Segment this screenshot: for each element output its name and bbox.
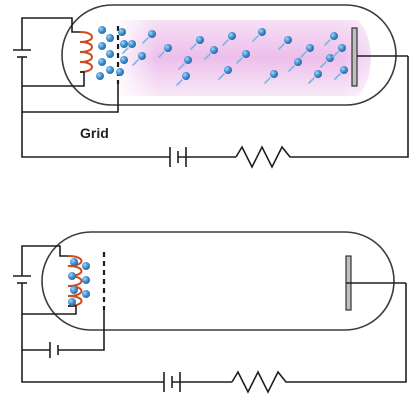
top-electron-cloud — [96, 26, 348, 86]
top-tube-assembly: Grid — [13, 4, 409, 169]
bottom-plate-circuit — [21, 283, 407, 394]
electron — [320, 54, 334, 68]
electron — [178, 56, 192, 70]
electron — [264, 70, 278, 84]
bottom-filament-battery — [13, 245, 77, 315]
electron — [288, 58, 302, 72]
electron — [176, 72, 190, 86]
electron — [106, 50, 114, 58]
electron — [68, 298, 76, 306]
top-tube-glass — [61, 4, 397, 106]
electron — [190, 36, 204, 50]
electron — [98, 42, 106, 50]
bottom-tube-assembly — [13, 231, 407, 394]
electron — [118, 28, 126, 36]
electron — [70, 286, 78, 294]
electron — [132, 52, 146, 66]
electron — [120, 40, 128, 48]
bottom-resistor — [231, 283, 407, 394]
electron — [236, 50, 250, 64]
electron — [218, 66, 232, 80]
electron — [324, 32, 338, 46]
top-filament-battery — [13, 17, 85, 87]
electron — [142, 30, 156, 44]
electron — [96, 72, 104, 80]
electron — [222, 32, 236, 46]
electron — [82, 290, 90, 298]
electron — [98, 58, 106, 66]
electron — [278, 36, 292, 50]
electron — [204, 46, 218, 60]
bottom-grid-bias-battery — [21, 310, 105, 358]
grid-label: Grid — [80, 125, 109, 141]
top-plate-circuit — [21, 56, 409, 169]
electron — [158, 44, 172, 58]
bottom-electron-cloud — [68, 258, 90, 306]
top-filament-coil — [79, 31, 93, 73]
electron — [68, 272, 76, 280]
electron — [332, 44, 346, 58]
electron — [106, 34, 114, 42]
electron — [334, 66, 348, 80]
electron — [82, 262, 90, 270]
electron — [116, 68, 124, 76]
electron — [98, 26, 106, 34]
electron — [308, 70, 322, 84]
electron — [122, 40, 136, 54]
electron — [300, 44, 314, 58]
electron — [252, 28, 266, 42]
bottom-tube-glass — [41, 231, 395, 331]
electron — [70, 258, 78, 266]
electron — [120, 56, 128, 64]
electron — [106, 66, 114, 74]
bottom-plate — [345, 255, 406, 311]
bottom-filament-coil — [67, 255, 83, 307]
top-plate — [351, 27, 408, 87]
electron — [82, 276, 90, 284]
top-resistor — [235, 56, 409, 169]
